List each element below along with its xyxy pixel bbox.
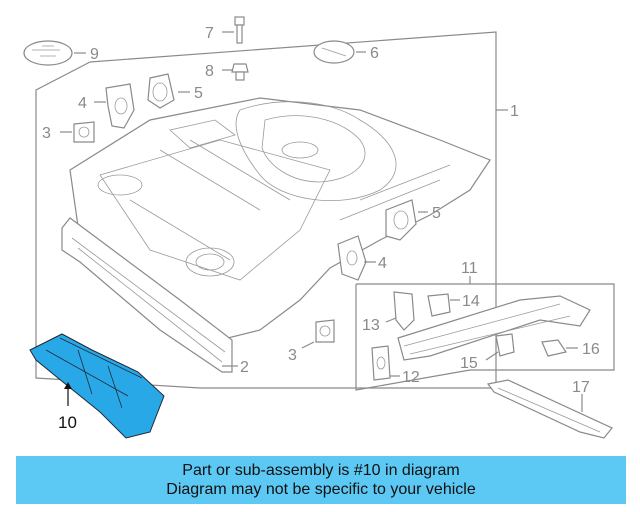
part-12 [371, 345, 400, 381]
part-9 [23, 40, 86, 66]
part-5-right [385, 199, 428, 241]
callout-label-17: 17 [572, 379, 590, 396]
callout-label-3-lower: 3 [288, 347, 297, 364]
callout-label-1: 1 [510, 103, 519, 120]
callout-label-3-upper: 3 [42, 125, 51, 142]
callout-label-11: 11 [461, 260, 478, 277]
parts-diagram: 1 2 3 3 4 4 5 5 6 7 8 9 10 11 12 13 14 1… [23, 16, 615, 439]
callout-label-5-upper: 5 [194, 85, 203, 102]
callout-label-15: 15 [460, 355, 478, 372]
callout-label-2: 2 [240, 359, 249, 376]
callout-label-4-right: 4 [378, 255, 387, 272]
part-4-upper [94, 83, 135, 129]
part-4-right [337, 235, 376, 281]
part-17 [486, 379, 613, 439]
callout-label-9: 9 [90, 46, 99, 63]
banner-part-line: Part or sub-assembly is #10 in diagram [182, 462, 460, 479]
callout-label-12: 12 [402, 369, 420, 386]
info-banner: Part or sub-assembly is #10 in diagram D… [16, 456, 626, 504]
part-6 [313, 40, 366, 64]
callout-label-5-right: 5 [432, 205, 441, 222]
banner-disclaimer-line: Diagram may not be specific to your vehi… [166, 481, 476, 498]
callout-label-13: 13 [362, 317, 380, 334]
part-8 [222, 63, 249, 81]
callout-label-14: 14 [462, 293, 480, 310]
callout-label-4-upper: 4 [78, 95, 87, 112]
callout-label-16: 16 [582, 341, 600, 358]
highlighted-part-10 [29, 333, 165, 439]
part-13 [385, 291, 415, 331]
callout-label-7: 7 [205, 25, 214, 42]
part-5-upper [147, 73, 190, 109]
part-11-rail [397, 295, 591, 361]
callout-label-8: 8 [205, 63, 214, 80]
assembly-frame-1 [35, 31, 497, 389]
side-sill-2 [61, 217, 233, 373]
callout-label-10: 10 [58, 413, 77, 432]
part-3-upper [60, 121, 95, 143]
part-15 [485, 333, 515, 361]
part-7 [222, 16, 245, 44]
subassembly-frame-11 [355, 283, 615, 391]
part-16 [541, 339, 578, 357]
part-14 [427, 293, 460, 317]
part-3-lower [301, 319, 335, 349]
callout-label-6: 6 [370, 45, 379, 62]
